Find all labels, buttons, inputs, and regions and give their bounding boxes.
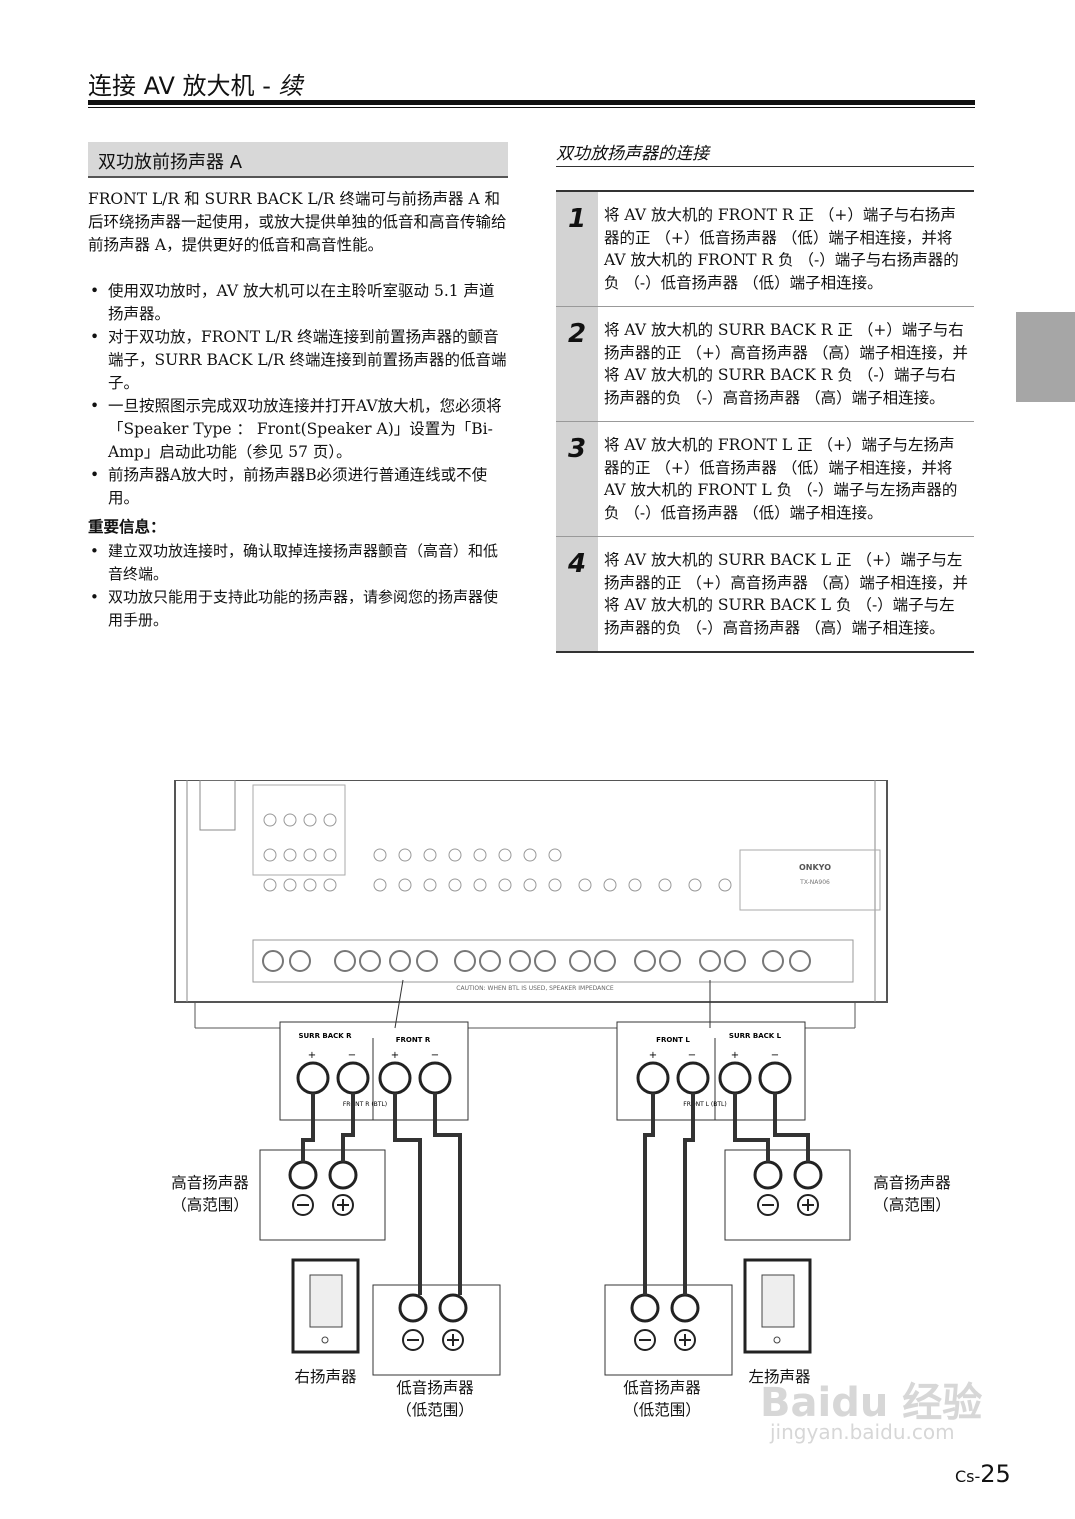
bi-amp-wiring-diagram: ONKYO TX-NA906 CAUTION: WHEN BTL IS [174, 780, 888, 1376]
plus-sign: + [391, 1050, 399, 1061]
right-speaker-cabinet [291, 1258, 360, 1354]
step-number: 1 [556, 192, 598, 306]
step-row: 4 将 AV 放大机的 SURR BACK L 正 （+）端子与左扬声器的正 （… [556, 537, 974, 653]
intro-paragraph: FRONT L/R 和 SURR BACK L/R 终端可与前扬声器 A 和后环… [88, 190, 507, 254]
page-title: 连接 AV 放大机 - 续 [88, 66, 302, 101]
right-woofer-terminals [372, 1284, 501, 1376]
plus-sign: + [308, 1050, 316, 1061]
list-item: 建立双功放连接时，确认取掉连接扬声器颤音（高音）和低音终端。 [88, 540, 508, 586]
step-text: 将 AV 放大机的 FRONT R 正 （+）端子与右扬声器的正 （+）低音扬声… [604, 206, 959, 292]
baidu-watermark-url: jingyan.baidu.com [770, 1420, 955, 1444]
right-woofer-caption: 低音扬声器 （低范围） [396, 1379, 474, 1419]
section-heading: 双功放前扬声器 A [88, 142, 508, 178]
caution-label: CAUTION: WHEN BTL IS USED, SPEAKER IMPED… [456, 985, 614, 992]
minus-sign: − [431, 1050, 439, 1061]
title-separator: - [254, 72, 279, 100]
notice-bullet-list: 建立双功放连接时，确认取掉连接扬声器颤音（高音）和低音终端。 双功放只能用于支持… [88, 540, 508, 632]
step-text: 将 AV 放大机的 FRONT L 正 （+）端子与左扬声器的正 （+）低音扬声… [604, 436, 958, 522]
plus-sign: + [649, 1050, 657, 1061]
left-woofer-caption: 低音扬声器 （低范围） [623, 1379, 701, 1419]
left-speaker-caption: 左扬声器 [748, 1368, 811, 1386]
brand-label: ONKYO [799, 863, 831, 872]
steps-table: 1 将 AV 放大机的 FRONT R 正 （+）端子与右扬声器的正 （+）低音… [556, 190, 974, 653]
title-continued: 续 [278, 72, 303, 100]
minus-sign: − [348, 1050, 356, 1061]
step-number: 4 [556, 537, 598, 651]
left-woofer-terminals [604, 1284, 733, 1376]
list-item: 对于双功放，FRONT L/R 终端连接到前置扬声器的颤音端子，SURR BAC… [88, 326, 508, 395]
step-number: 3 [556, 422, 598, 536]
header-rule-thick [88, 100, 975, 105]
section-title: 双功放前扬声器 A [98, 152, 243, 173]
notice-heading: 重要信息： [88, 518, 166, 536]
chapter-thumb-tab [1016, 312, 1075, 402]
surr-back-r-label: SURR BACK R [298, 1032, 352, 1040]
left-tweeter-terminals [724, 1149, 851, 1241]
minus-sign: − [688, 1050, 696, 1061]
left-speaker-cabinet [743, 1258, 812, 1354]
list-item: 双功放只能用于支持此功能的扬声器，请参阅您的扬声器使用手册。 [88, 586, 508, 632]
baidu-watermark-logo: Baidu 经验 [760, 1380, 983, 1426]
step-row: 3 将 AV 放大机的 FRONT L 正 （+）端子与左扬声器的正 （+）低音… [556, 422, 974, 537]
front-r-label: FRONT R [396, 1036, 431, 1044]
list-item: 使用双功放时，AV 放大机可以在主聆听室驱动 5.1 声道扬声器。 [88, 280, 508, 326]
steps-heading-rule [556, 166, 974, 167]
feature-bullet-list: 使用双功放时，AV 放大机可以在主聆听室驱动 5.1 声道扬声器。 对于双功放，… [88, 280, 508, 510]
title-main: 连接 AV 放大机 [88, 72, 255, 100]
step-text: 将 AV 放大机的 SURR BACK L 正 （+）端子与左扬声器的正 （+）… [604, 551, 968, 637]
surr-back-l-label: SURR BACK L [729, 1032, 782, 1040]
model-label: TX-NA906 [799, 879, 830, 886]
page-number: Cs-25 [955, 1460, 1011, 1488]
right-tweeter-terminals [259, 1149, 386, 1241]
step-row: 1 将 AV 放大机的 FRONT R 正 （+）端子与右扬声器的正 （+）低音… [556, 192, 974, 307]
header-rule-thin [88, 107, 975, 108]
front-l-btl-label: FRONT L (BTL) [683, 1101, 726, 1108]
speaker-cables [301, 1093, 810, 1295]
minus-sign: − [771, 1050, 779, 1061]
front-r-btl-label: FRONT R (BTL) [343, 1101, 387, 1108]
front-l-label: FRONT L [656, 1036, 690, 1044]
steps-heading: 双功放扬声器的连接 [556, 144, 709, 164]
step-row: 2 将 AV 放大机的 SURR BACK R 正 （+）端子与右扬声器的正 （… [556, 307, 974, 422]
step-number: 2 [556, 307, 598, 421]
right-tweeter-caption: 高音扬声器 （高范围） [171, 1174, 249, 1214]
plus-sign: + [731, 1050, 739, 1061]
list-item: 一旦按照图示完成双功放连接并打开AV放大机，您必须将「Speaker Type … [88, 395, 508, 464]
amplifier-rear-panel: ONKYO TX-NA906 CAUTION: WHEN BTL IS [174, 780, 888, 1029]
left-tweeter-caption: 高音扬声器 （高范围） [873, 1174, 951, 1214]
right-speaker-caption: 右扬声器 [294, 1368, 357, 1386]
list-item: 前扬声器A放大时，前扬声器B必须进行普通连线或不使用。 [88, 464, 508, 510]
step-text: 将 AV 放大机的 SURR BACK R 正 （+）端子与右扬声器的正 （+）… [604, 321, 968, 407]
